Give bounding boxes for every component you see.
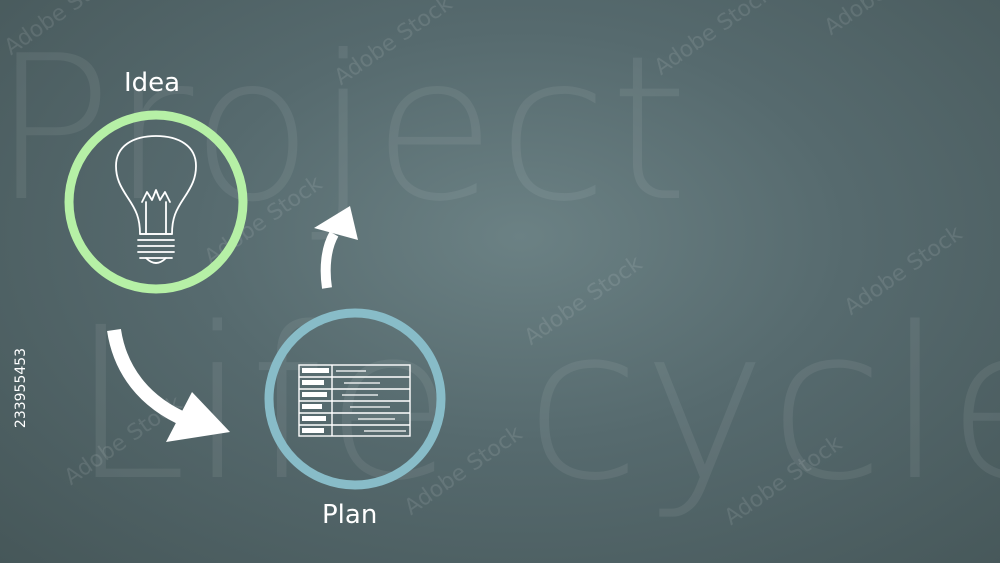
idea-label: Idea [124, 68, 181, 98]
arrow-idea-to-plan [107, 328, 230, 442]
plan-label: Plan [322, 500, 378, 530]
plan-ring [264, 308, 446, 490]
stock-id: 233955453 [10, 318, 32, 458]
gantt-table-icon [298, 364, 411, 437]
stock-id-text: 233955453 [13, 347, 29, 429]
plan-node [264, 308, 446, 490]
watermark: Adobe Stock [820, 0, 947, 40]
idea-node [64, 110, 248, 294]
light-bulb-icon [115, 135, 197, 264]
idea-ring [64, 110, 248, 294]
arrow-plan-up [314, 206, 358, 289]
background-word-lifecycle: Life cycle [70, 282, 1000, 527]
